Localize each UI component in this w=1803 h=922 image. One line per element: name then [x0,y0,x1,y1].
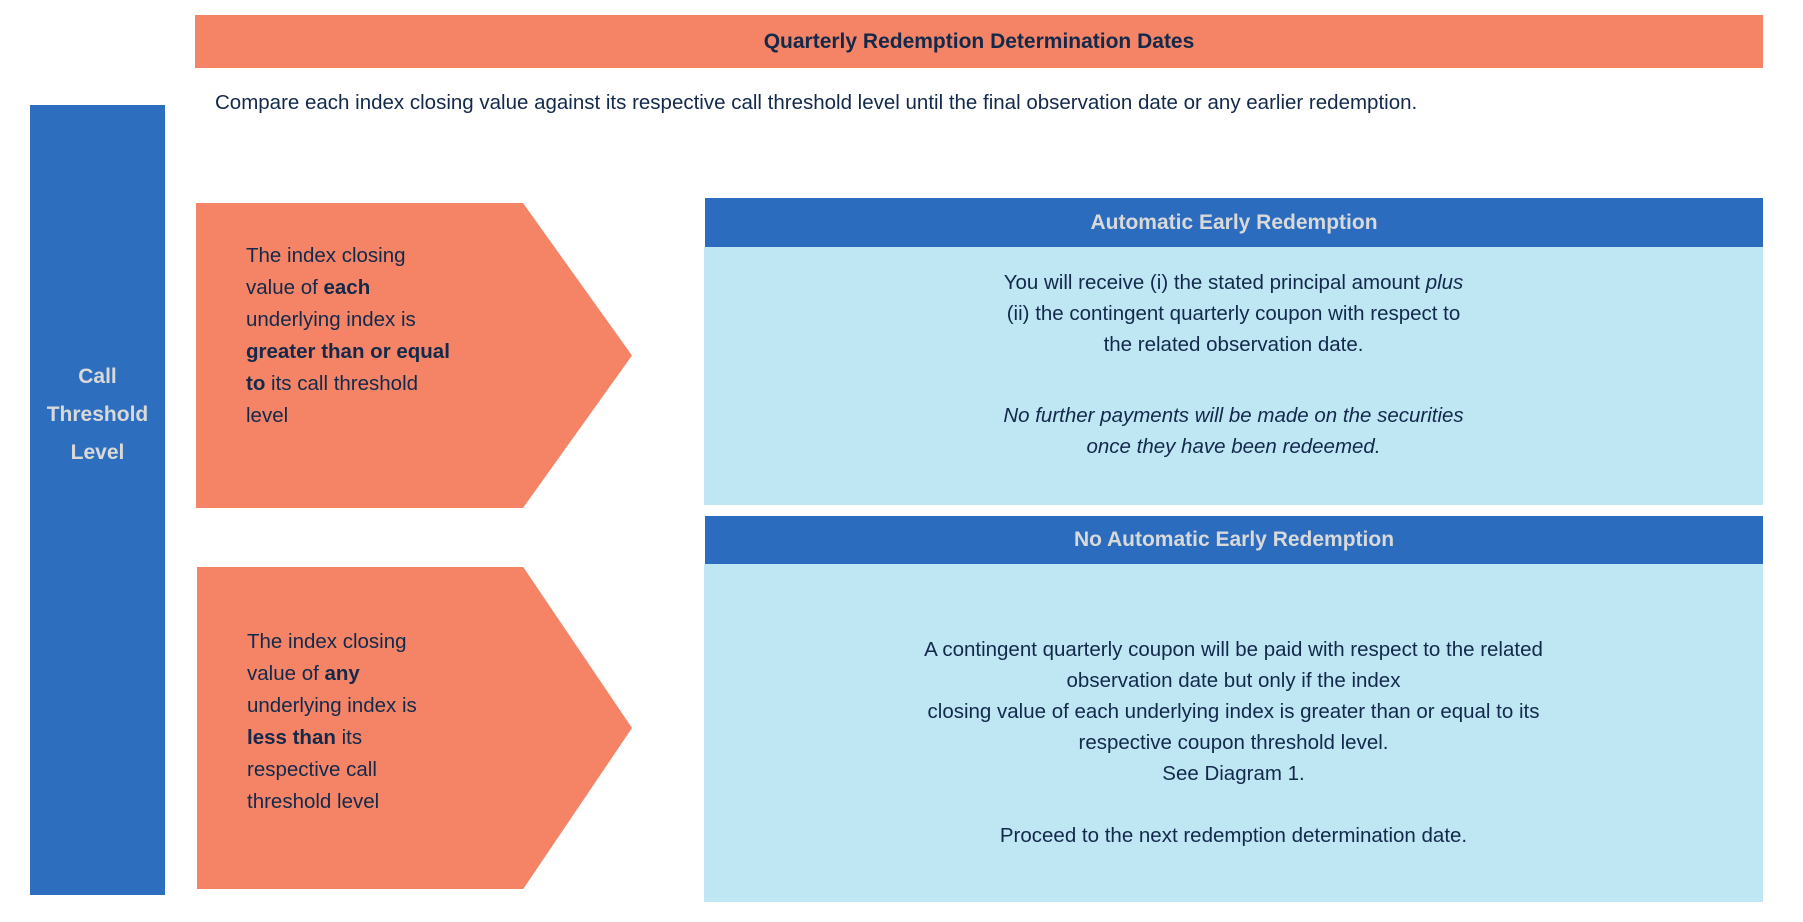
no-automatic-early-redemption-paragraph-1: A contingent quarterly coupon will be pa… [924,638,1543,785]
automatic-early-redemption-title: Automatic Early Redemption [1090,210,1378,234]
no-automatic-early-redemption-paragraph-2: Proceed to the next redemption determina… [999,824,1468,847]
automatic-early-redemption-body: You will receive (i) the stated principa… [704,247,1763,505]
automatic-early-redemption-paragraph-1: You will receive (i) the stated principa… [1003,271,1464,356]
diagram-title-bar: Quarterly Redemption Determination Dates [195,15,1763,68]
no-automatic-early-redemption-header: No Automatic Early Redemption [705,516,1763,564]
automatic-early-redemption-paragraph-2: No further payments will be made on the … [1003,404,1464,458]
intro-text: Compare each index closing value against… [215,91,1418,114]
automatic-early-redemption-header: Automatic Early Redemption [705,198,1763,247]
no-automatic-early-redemption-title: No Automatic Early Redemption [1073,528,1395,551]
call-threshold-level-label: Call Threshold Level [46,365,149,464]
no-automatic-early-redemption-body: A contingent quarterly coupon will be pa… [704,564,1763,902]
call-threshold-level-bar: Call Threshold Level [30,105,165,895]
diagram-title: Quarterly Redemption Determination Dates [763,29,1195,53]
